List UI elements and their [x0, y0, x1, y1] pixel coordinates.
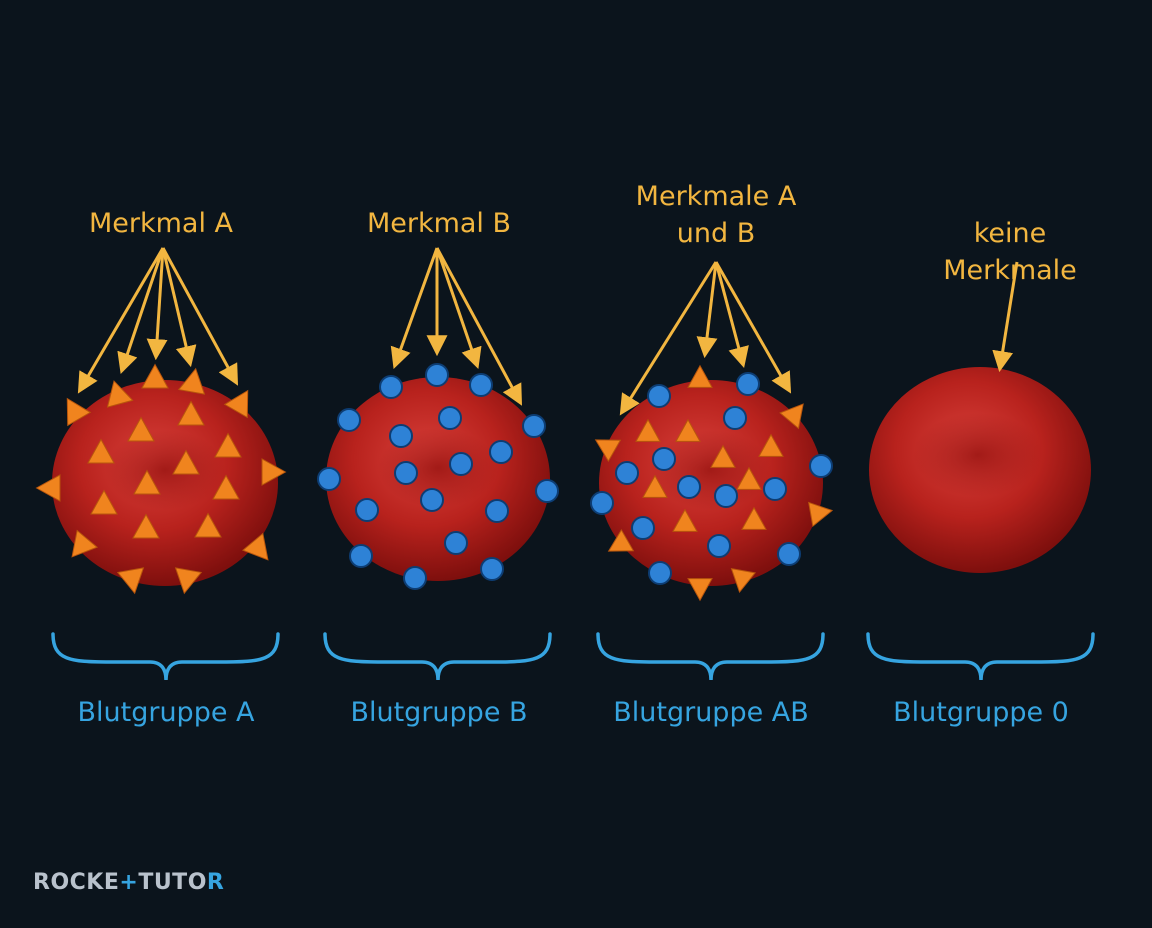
feature-label-b: Merkmal B	[366, 208, 512, 239]
antigen-b-circle	[723, 406, 747, 430]
antigen-a-triangle	[132, 513, 160, 539]
feature-label-a: Merkmal A	[88, 208, 234, 239]
antigen-a-triangle	[177, 400, 205, 426]
antigen-b-circle	[394, 461, 418, 485]
antigen-b-circle	[763, 477, 787, 501]
group-label-ab: Blutgruppe AB	[613, 697, 809, 728]
brace-ab	[596, 632, 825, 681]
antigen-b-circle	[809, 454, 833, 478]
antigen-markers-a	[35, 363, 287, 595]
brace-a	[51, 632, 280, 681]
brace-0	[866, 632, 1095, 681]
arrows-b	[390, 247, 522, 406]
arrows-ab	[619, 261, 792, 416]
antigen-a-triangle	[241, 532, 269, 561]
antigen-a-triangle	[710, 444, 736, 468]
antigen-a-triangle	[35, 474, 61, 502]
antigen-a-triangle	[808, 501, 834, 528]
antigen-b-circle	[485, 499, 509, 523]
antigen-b-circle	[355, 498, 379, 522]
antigen-b-circle	[337, 408, 361, 432]
antigen-b-circle	[652, 447, 676, 471]
antigen-b-circle	[379, 375, 403, 399]
antigen-a-triangle	[687, 364, 713, 388]
antigen-b-circle	[736, 372, 760, 396]
antigen-a-triangle	[642, 474, 668, 498]
arrow-0	[992, 261, 1019, 373]
rockettutor-logo: ROCKE+TUTOR	[33, 870, 225, 895]
antigen-a-triangle	[223, 389, 249, 419]
antigen-a-triangle	[141, 363, 169, 389]
antigen-a-triangle	[730, 568, 757, 594]
antigen-a-triangle	[106, 380, 134, 408]
antigen-a-triangle	[87, 438, 115, 464]
group-label-b: Blutgruppe B	[350, 697, 528, 728]
antigen-b-circle	[349, 544, 373, 568]
antigen-a-triangle	[672, 508, 698, 532]
antigen-b-circle	[469, 373, 493, 397]
antigen-markers-ab	[590, 364, 834, 602]
antigen-a-triangle	[736, 466, 762, 490]
antigen-a-triangle	[194, 512, 222, 538]
antigen-b-circle	[480, 557, 504, 581]
antigen-b-circle	[438, 406, 462, 430]
antigen-b-circle	[489, 440, 513, 464]
antigen-b-circle	[444, 531, 468, 555]
antigen-a-triangle	[71, 529, 99, 558]
antigen-a-triangle	[66, 397, 92, 427]
antigen-b-circle	[631, 516, 655, 540]
antigen-b-circle	[535, 479, 559, 503]
antigen-a-triangle	[607, 528, 635, 552]
antigen-a-triangle	[741, 506, 767, 530]
antigen-a-triangle	[779, 403, 804, 430]
antigen-a-triangle	[177, 367, 206, 395]
antigen-a-triangle	[214, 432, 242, 458]
group-label-0: Blutgruppe 0	[893, 697, 1069, 728]
antigen-a-triangle	[687, 578, 713, 602]
antigen-b-circle	[389, 424, 413, 448]
antigen-a-triangle	[635, 418, 661, 442]
antigen-a-triangle	[675, 418, 701, 442]
antigen-b-circle	[648, 561, 672, 585]
antigen-b-circle	[522, 414, 546, 438]
antigen-b-circle	[707, 534, 731, 558]
cell-group-a	[52, 380, 278, 586]
feature-label-ab: Merkmale A und B	[635, 181, 797, 249]
antigen-b-circle	[420, 488, 444, 512]
antigen-b-circle	[449, 452, 473, 476]
antigen-a-triangle	[174, 567, 203, 595]
brace-b	[323, 632, 552, 681]
antigen-a-triangle	[758, 433, 784, 457]
antigen-b-circle	[615, 461, 639, 485]
antigen-b-circle	[590, 491, 614, 515]
group-label-a: Blutgruppe A	[77, 697, 255, 728]
antigen-a-triangle	[133, 469, 161, 495]
antigen-a-triangle	[594, 439, 622, 463]
arrows-a	[77, 247, 239, 394]
antigen-a-triangle	[172, 449, 200, 475]
antigen-b-circle	[777, 542, 801, 566]
antigen-b-circle	[403, 566, 427, 590]
feature-label-0: keine Merkmale	[943, 218, 1077, 286]
antigen-b-circle	[647, 384, 671, 408]
antigen-b-circle	[677, 475, 701, 499]
antigen-b-circle	[425, 363, 449, 387]
cell-group-0	[869, 367, 1091, 573]
antigen-markers-b	[317, 363, 559, 590]
antigen-b-circle	[317, 467, 341, 491]
antigen-a-triangle	[90, 489, 118, 515]
antigen-a-triangle	[127, 416, 155, 442]
antigen-a-triangle	[212, 474, 240, 500]
antigen-b-circle	[714, 484, 738, 508]
antigen-a-triangle	[116, 567, 145, 595]
antigen-a-triangle	[261, 458, 287, 486]
cell-group-b	[326, 377, 550, 581]
